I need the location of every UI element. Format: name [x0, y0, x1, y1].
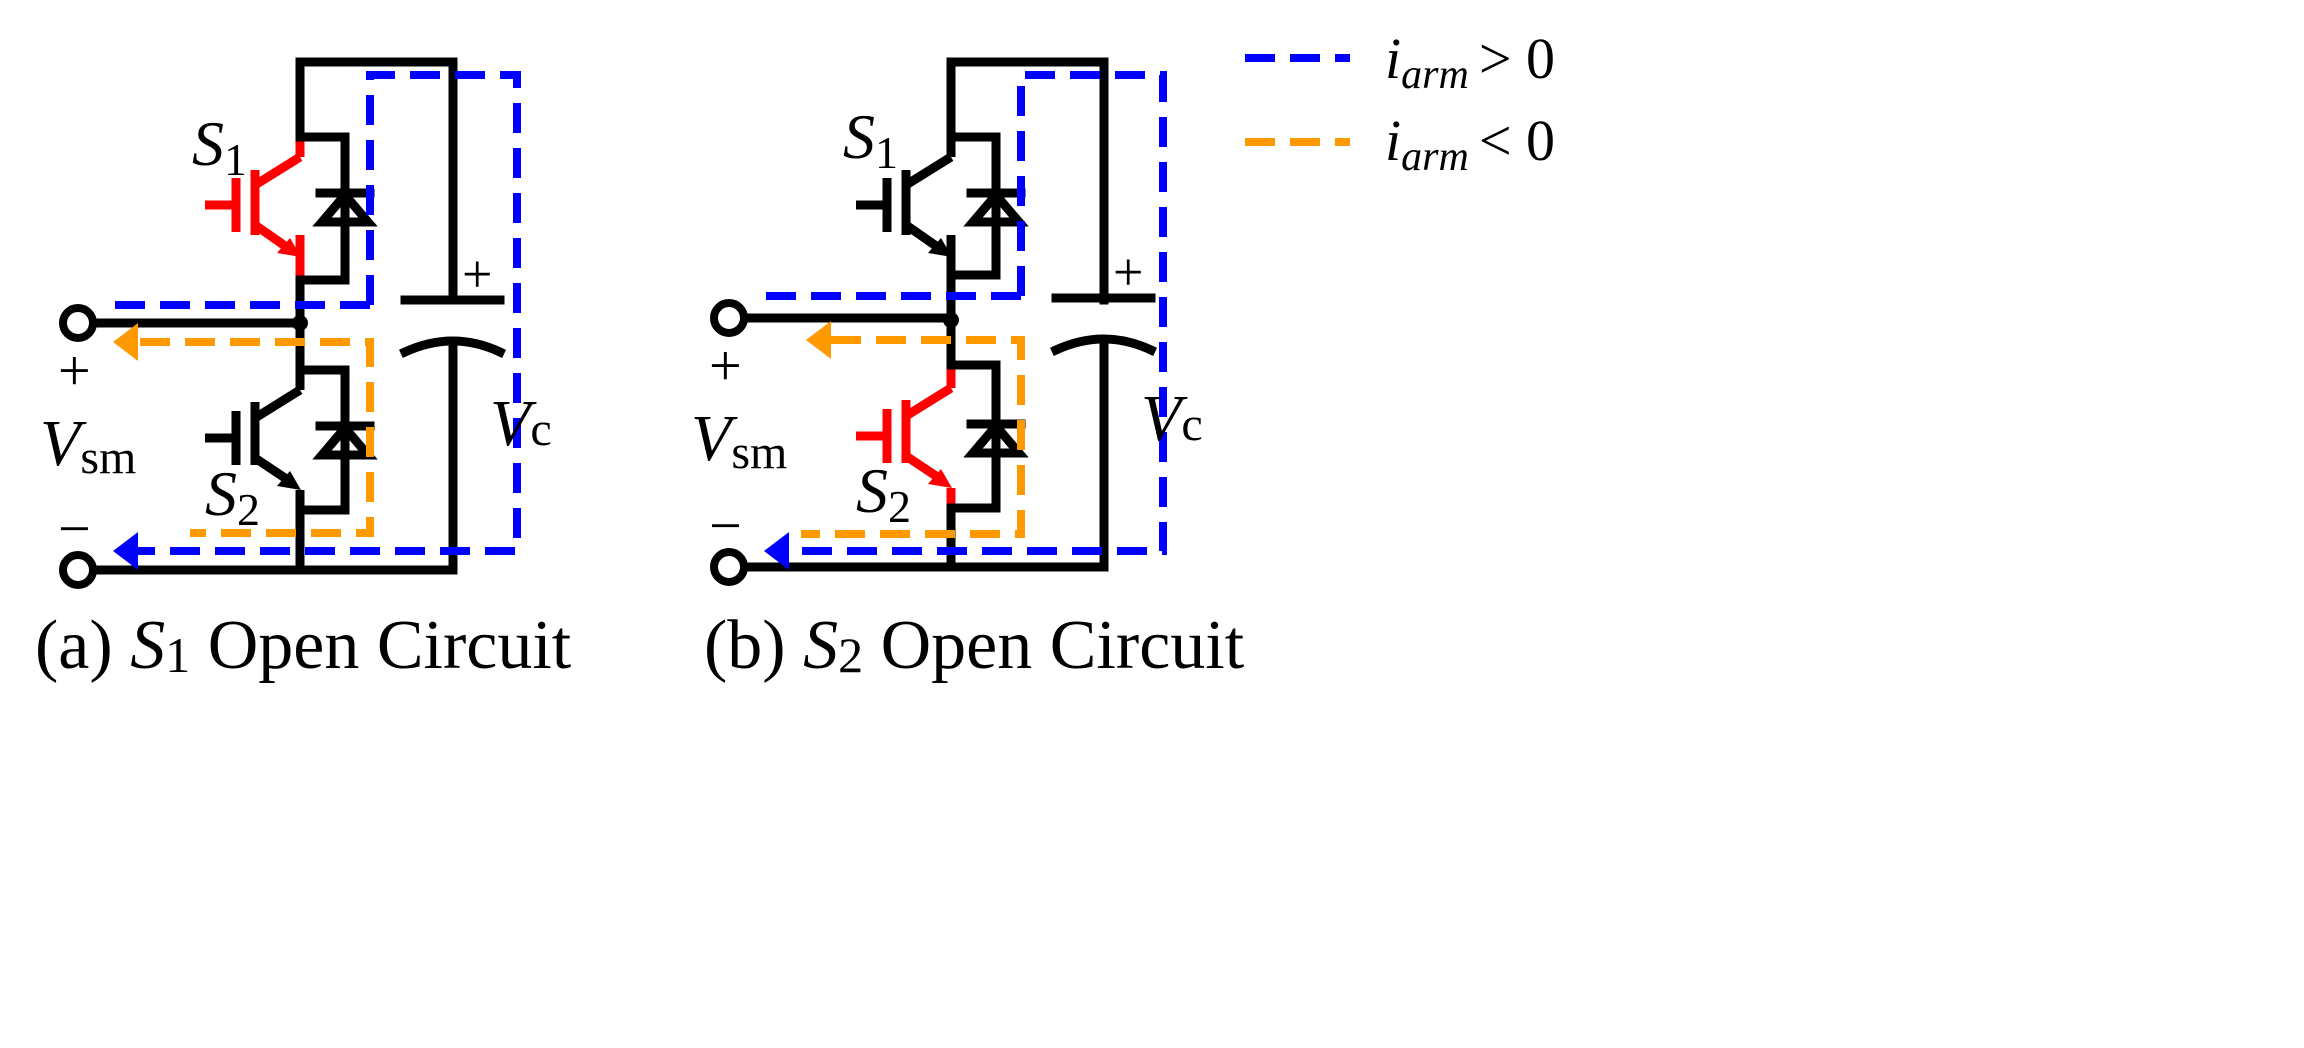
panel-b-positive-current-path — [761, 71, 1167, 570]
panel-a-terminal-minus — [59, 551, 97, 589]
legend-positive-current: iarm> 0 — [1245, 26, 1555, 98]
legend-negative-label: iarm< 0 — [1385, 108, 1555, 180]
panel-b-switch-s2 — [856, 360, 1029, 513]
panel-a-wiring — [87, 57, 458, 575]
panel-b-caption: (b) S2 Open Circuit — [704, 607, 1245, 684]
panel-b-terminal-minus — [710, 548, 748, 586]
panel-b-minus-sign: − — [709, 493, 742, 558]
legend: iarm> 0 iarm< 0 — [1245, 26, 1555, 180]
panel-b-plus-sign: + — [709, 333, 742, 398]
panel-b-negative-arrow — [806, 321, 831, 359]
legend-positive-label: iarm> 0 — [1385, 26, 1555, 98]
panel-a-capacitor-plus: + — [462, 244, 492, 304]
panel-b-capacitor-plus: + — [1113, 242, 1143, 302]
panel-b-positive-arrow — [764, 532, 789, 570]
panel-a-plus-sign: + — [58, 338, 91, 403]
panel-a-capacitor: + — [399, 244, 506, 358]
panel-b-wiring — [738, 57, 1109, 572]
panel-a-label-vc: Vc — [490, 387, 552, 460]
panel-a-label-vsm: Vsm — [40, 407, 136, 484]
panel-a-minus-sign: − — [58, 496, 91, 561]
panel-b-junction-node — [943, 312, 959, 328]
panel-b-label-s1: S1 — [843, 101, 898, 178]
panel-a-negative-current-path — [113, 323, 374, 537]
panel-b-negative-current-path — [801, 321, 1025, 538]
panel-b-label-vsm: Vsm — [691, 402, 787, 479]
panel-a-terminal-plus — [59, 304, 97, 342]
panel-a-positive-arrow — [113, 532, 138, 570]
panel-a-positive-current-path — [105, 71, 521, 570]
panel-b-s2-open-circuit: + + − — [691, 57, 1245, 684]
panel-b-label-vc: Vc — [1141, 382, 1203, 455]
panel-b-capacitor: + — [1050, 242, 1157, 356]
legend-negative-current: iarm< 0 — [1245, 108, 1555, 180]
panel-b-terminal-plus — [710, 299, 748, 337]
panel-a-junction-node — [292, 315, 308, 331]
panel-a-label-s2: S2 — [205, 458, 260, 535]
panel-a-switch-s1 — [205, 132, 378, 285]
panel-a-switch-s2 — [205, 365, 378, 515]
panel-a-negative-arrow — [113, 323, 138, 361]
panel-a-label-s1: S1 — [192, 108, 247, 185]
panel-a-caption: (a) S1 Open Circuit — [35, 607, 572, 684]
panel-b-label-s2: S2 — [856, 455, 911, 532]
panel-a-s1-open-circuit: + + − — [35, 57, 572, 684]
panel-b-switch-s1 — [856, 132, 1029, 280]
